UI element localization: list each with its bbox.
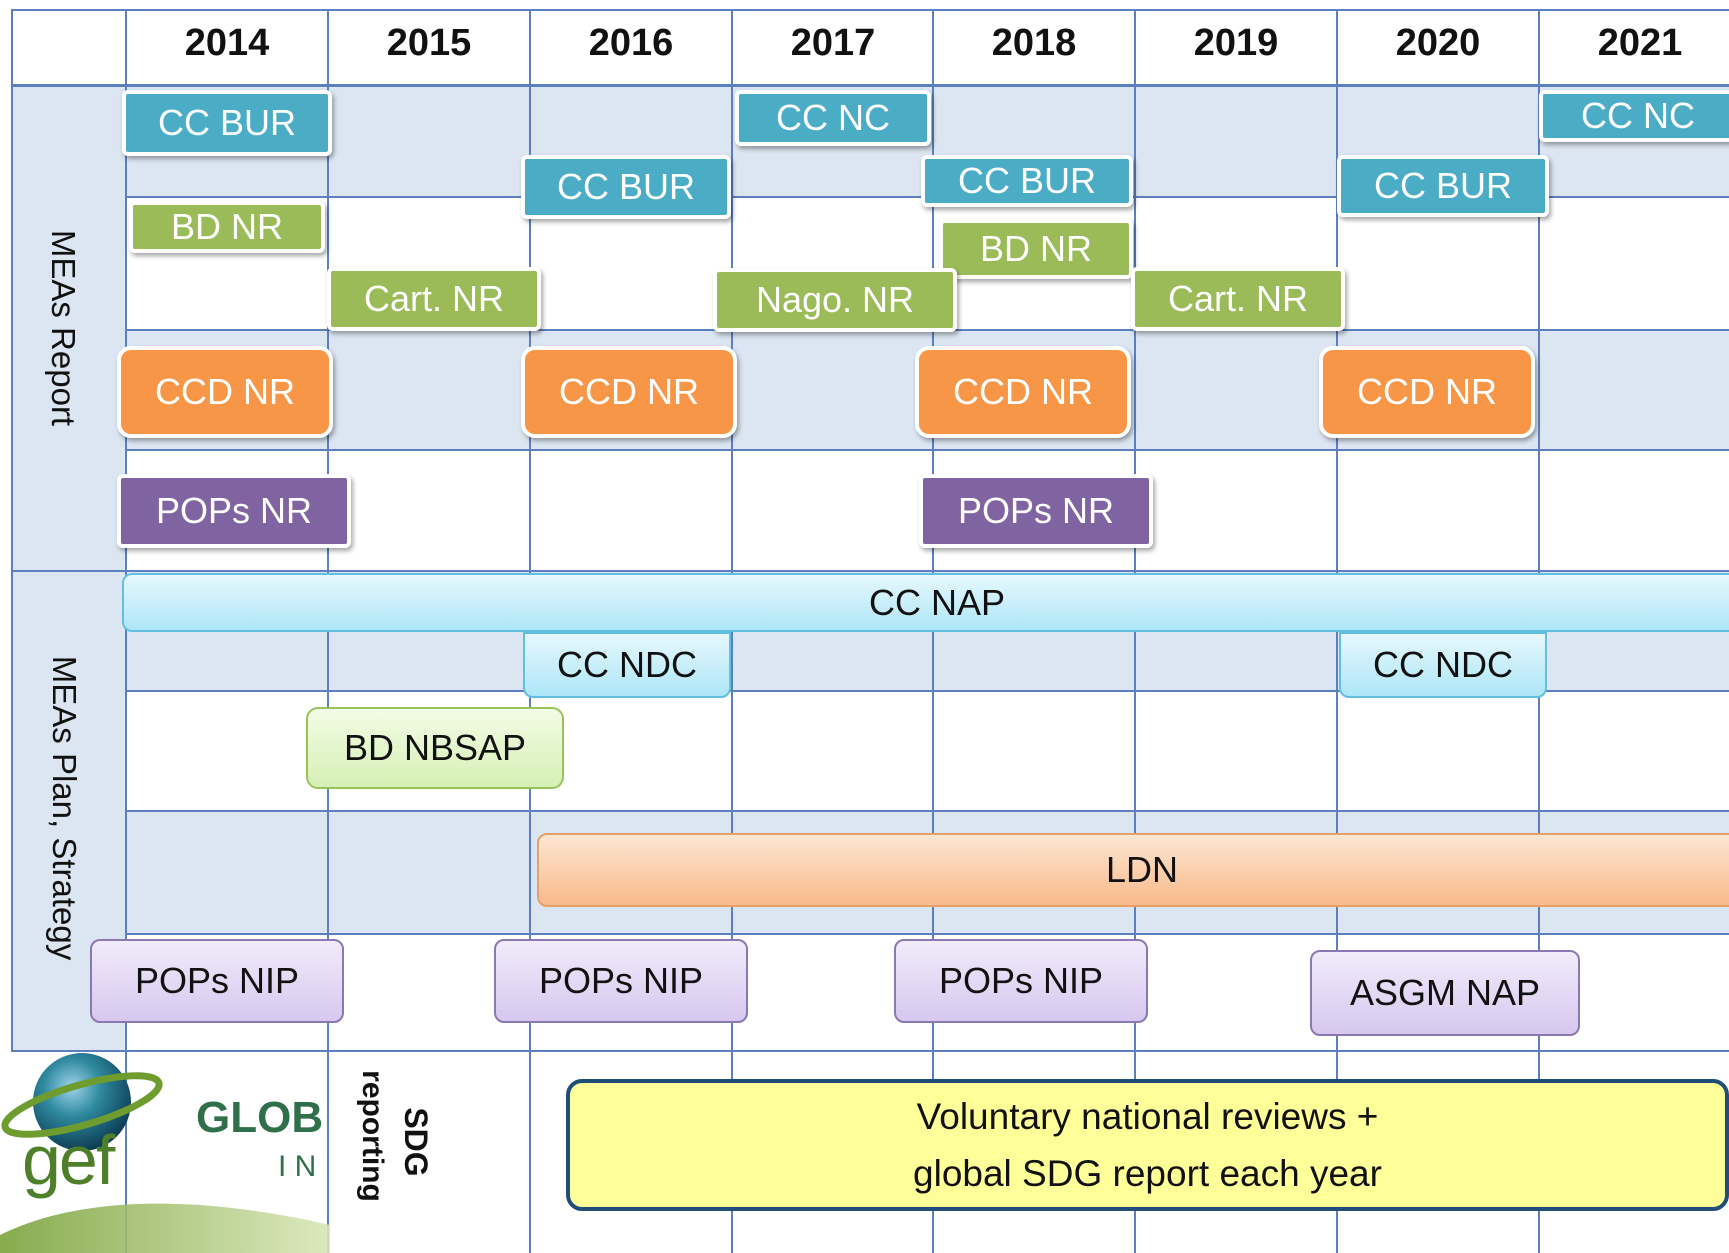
report-item: CCD NR	[117, 346, 333, 438]
plan-item: CC NDC	[523, 632, 731, 698]
report-item: Cart. NR	[327, 267, 541, 331]
row-label-plans: MEAs Plan, Strategy	[46, 655, 83, 961]
logo-mark: gef	[22, 1121, 115, 1199]
logo-word-global: GLOB	[196, 1093, 324, 1142]
plan-item: LDN	[537, 833, 1729, 907]
gef-logo	[0, 1045, 330, 1253]
year-2014: 2014	[184, 21, 270, 64]
report-item: CC BUR	[921, 155, 1133, 207]
sdg-box-line-1: Voluntary national reviews +	[916, 1096, 1379, 1137]
year-2021: 2021	[1597, 21, 1683, 64]
report-item: BD NR	[129, 201, 325, 253]
report-item: CC BUR	[1337, 155, 1549, 217]
report-item: CCD NR	[915, 346, 1131, 438]
report-item: Cart. NR	[1131, 267, 1345, 331]
report-item: POPs NR	[117, 474, 351, 548]
year-2016: 2016	[588, 21, 674, 64]
sdg-sublabel: reporting	[356, 1070, 389, 1202]
sdg-label: SDG	[398, 1107, 435, 1177]
sdg-reporting-box: Voluntary national reviews + global SDG …	[566, 1079, 1729, 1211]
row-label-reports: MEAs Report	[45, 229, 82, 427]
report-item: CC NC	[735, 90, 931, 146]
plan-item: CC NDC	[1339, 632, 1547, 698]
sdg-row-label: SDG reporting	[329, 1052, 529, 1253]
year-2019: 2019	[1193, 21, 1279, 64]
year-2018: 2018	[991, 21, 1077, 64]
sdg-box-line-2: global SDG report each year	[913, 1153, 1382, 1194]
report-item: CC BUR	[521, 155, 731, 219]
report-item: BD NR	[939, 219, 1133, 279]
gef-globe-icon	[0, 1053, 330, 1253]
report-item: CCD NR	[521, 346, 737, 438]
year-2015: 2015	[386, 21, 472, 64]
report-item: CCD NR	[1319, 346, 1535, 438]
plan-item: CC NAP	[122, 573, 1729, 632]
plan-item: POPs NIP	[494, 939, 748, 1023]
report-item: POPs NR	[919, 474, 1153, 548]
plan-item: BD NBSAP	[306, 707, 564, 789]
logo-word-in: I N	[278, 1150, 317, 1183]
report-item: CC NC	[1539, 90, 1729, 142]
year-2017: 2017	[790, 21, 876, 64]
report-item: CC BUR	[122, 90, 332, 156]
plan-item: ASGM NAP	[1310, 950, 1580, 1036]
plan-item: POPs NIP	[894, 939, 1148, 1023]
report-item: Nago. NR	[713, 268, 957, 332]
year-2020: 2020	[1395, 21, 1481, 64]
plan-item: POPs NIP	[90, 939, 344, 1023]
